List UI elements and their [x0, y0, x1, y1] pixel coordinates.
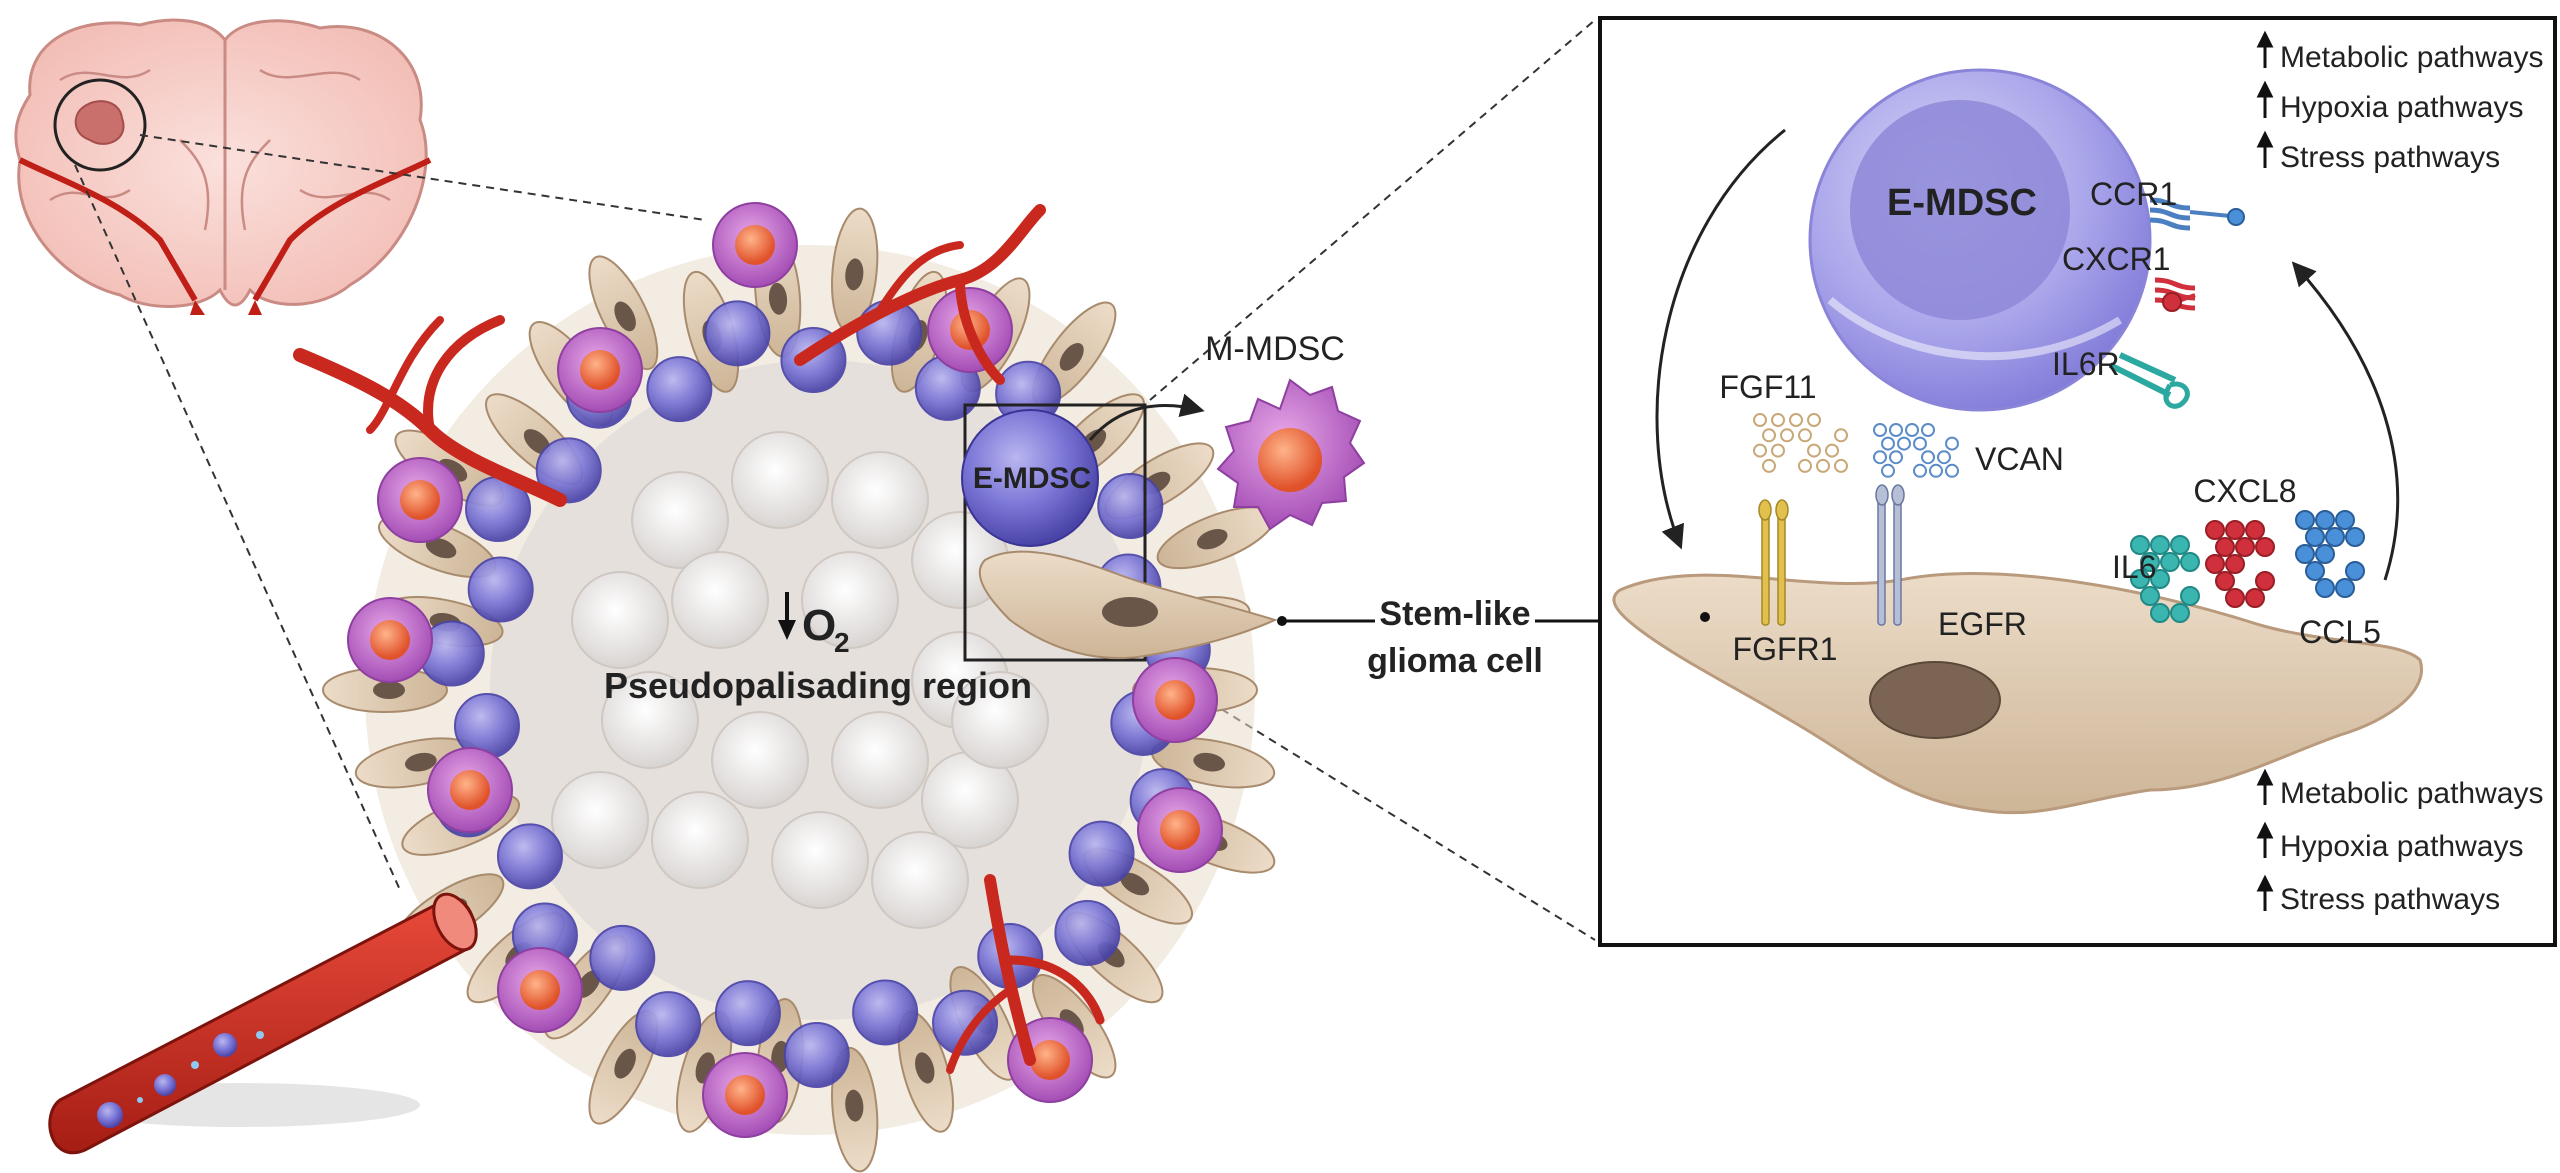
- fgf11-label: FGF11: [1719, 369, 1816, 405]
- top-pathway-up-arrows: [2256, 30, 2274, 168]
- necrotic-cell: [671, 551, 769, 649]
- bottom-pathway-2: Hypoxia pathways: [2280, 830, 2523, 863]
- glioma-cell: [588, 255, 659, 371]
- egfr-label: EGFR: [1938, 606, 2027, 642]
- stem-like-label: Stem-like glioma cell: [1277, 595, 1705, 680]
- m-mdsc-cell-small: [377, 457, 463, 543]
- receptor-ccr1: [2149, 197, 2245, 231]
- m-mdsc-cell-small: [1137, 787, 1223, 873]
- necrotic-cell: [771, 811, 869, 909]
- necrotic-cell: [711, 711, 809, 809]
- e-mdsc-small-label: E-MDSC: [973, 462, 1091, 495]
- necrotic-cell: [571, 571, 669, 669]
- mdsc-cell: [704, 300, 771, 367]
- mdsc-cell: [932, 989, 999, 1056]
- m-mdsc-cell-small: [712, 202, 798, 288]
- m-mdsc-cell-small: [347, 597, 433, 683]
- mdsc-cell: [467, 556, 534, 623]
- top-pathway-2: Hypoxia pathways: [2280, 91, 2523, 124]
- o2-label: O: [802, 601, 836, 650]
- necrotic-cell: [731, 431, 829, 529]
- ccr1-label: CCR1: [2090, 176, 2177, 212]
- arrow-to-m-mdsc: [1088, 393, 1205, 441]
- top-pathway-list: Metabolic pathways Hypoxia pathways Stre…: [2256, 30, 2543, 174]
- mdsc-cell: [646, 356, 713, 423]
- bottom-pathway-3: Stress pathways: [2280, 883, 2500, 916]
- pseudopalisading-region-label: Pseudopalisading region: [604, 665, 1032, 706]
- m-mdsc-label: M-MDSC: [1205, 330, 1345, 368]
- inset-panel: E-MDSC CCR1 CXCR1 IL6R: [1598, 16, 2557, 947]
- necrotic-cell: [551, 771, 649, 869]
- necrotic-cell: [801, 551, 899, 649]
- mdsc-cell: [1068, 820, 1135, 887]
- m-mdsc-cell: M-MDSC: [1205, 330, 1366, 531]
- glioma-cell: [322, 667, 448, 713]
- necrotic-cell: [651, 791, 749, 889]
- zoom-box: [963, 403, 1147, 662]
- glioma-cell: [831, 207, 879, 334]
- m-mdsc-cell-small: [427, 747, 513, 833]
- ccl5-label: CCL5: [2299, 614, 2381, 650]
- glioma-cell: [831, 1046, 879, 1173]
- receptor-egfr: [1875, 484, 1905, 626]
- bottom-pathway-list: Metabolic pathways Hypoxia pathways Stre…: [2256, 768, 2543, 916]
- il6r-label: IL6R: [2052, 346, 2120, 382]
- vcan-ligands: [1873, 423, 1959, 478]
- il6-label: IL6: [2112, 549, 2156, 585]
- arrow-mdsc-to-glioma: [1655, 128, 1786, 550]
- stem-like-line1: Stem-like: [1379, 595, 1530, 633]
- brain-section-illustration: [14, 18, 432, 315]
- glioma-cell-small: [978, 550, 1278, 660]
- ccl5-ligands: [2295, 510, 2365, 598]
- m-mdsc-cell-small: [1132, 657, 1218, 743]
- necrotic-cell: [831, 711, 929, 809]
- mdsc-cell: [714, 980, 781, 1047]
- bottom-pathway-up-arrows: [2256, 768, 2274, 911]
- mdsc-cell: [589, 924, 656, 991]
- e-mdsc-small-cell: E-MDSC: [961, 409, 1099, 547]
- hypoxia-label: O 2 Pseudopalisading region: [604, 592, 1032, 706]
- arrow-glioma-to-mdsc: [2291, 261, 2400, 581]
- m-mdsc-cell-small: [497, 947, 583, 1033]
- receptor-il6r: [2108, 352, 2190, 409]
- cxcr1-label: CXCR1: [2062, 241, 2170, 277]
- receptor-fgfr1: [1758, 499, 1789, 626]
- m-mdsc-cell-small: [557, 327, 643, 413]
- cxcl8-label: CXCL8: [2193, 473, 2296, 509]
- top-pathway-3: Stress pathways: [2280, 141, 2500, 174]
- glioma-cell: [1156, 506, 1276, 570]
- bottom-pathway-1: Metabolic pathways: [2280, 777, 2543, 810]
- mdsc-cell: [783, 1021, 850, 1088]
- necrotic-cell: [601, 671, 699, 769]
- receptor-cxcr1: [2154, 277, 2196, 312]
- mdsc-cell: [635, 991, 702, 1058]
- cxcl8-ligands: [2205, 520, 2275, 608]
- fgfr1-label: FGFR1: [1733, 631, 1838, 667]
- stem-like-line2: glioma cell: [1367, 642, 1543, 680]
- necrotic-cell: [631, 471, 729, 569]
- il6-ligands: [2130, 535, 2200, 623]
- necrotic-cell: [871, 831, 969, 929]
- o2-subscript: 2: [834, 627, 850, 658]
- glioma-cell-large: [1612, 572, 2423, 815]
- mdsc-cell: [535, 437, 602, 504]
- necrotic-cell: [951, 671, 1049, 769]
- mdsc-cell: [1097, 473, 1164, 540]
- necrotic-cell: [831, 451, 929, 549]
- top-pathway-1: Metabolic pathways: [2280, 41, 2543, 74]
- blood-vessels: [293, 204, 1105, 1074]
- mdsc-cell: [496, 823, 563, 890]
- e-mdsc-large-cell: E-MDSC: [1808, 68, 2152, 412]
- blood-vessel-tube: [48, 892, 478, 1155]
- fgf11-ligands: [1753, 413, 1848, 473]
- e-mdsc-large-label: E-MDSC: [1887, 182, 2037, 224]
- m-mdsc-cell-small: [702, 1052, 788, 1138]
- mdsc-cell: [852, 979, 919, 1046]
- mdsc-cell: [1054, 899, 1121, 966]
- vcan-label: VCAN: [1975, 441, 2064, 477]
